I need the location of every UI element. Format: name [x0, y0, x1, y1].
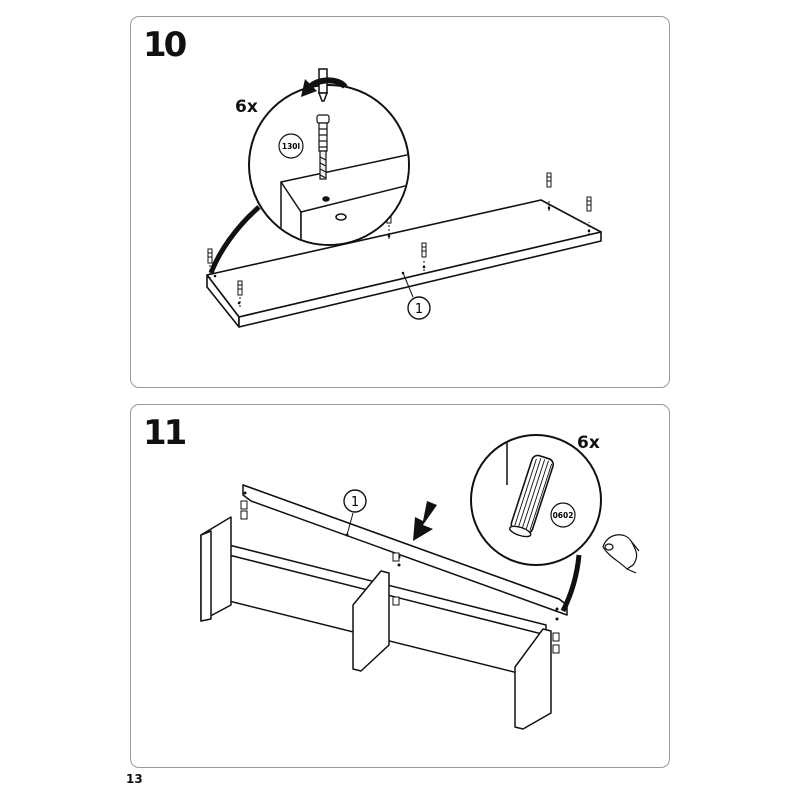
screwdriver-icon [317, 68, 329, 102]
zoom-leader [208, 205, 261, 274]
zoom-leader [560, 554, 582, 613]
step-10-illustration: 130l 1 [206, 68, 602, 328]
quantity-label: 6x [577, 433, 600, 453]
down-arrow-icon [413, 501, 437, 541]
part-code: 130l [282, 142, 300, 151]
part-code-badge [278, 133, 304, 159]
part-callout-number: 1 [351, 495, 359, 510]
step-number: 10 [143, 25, 187, 65]
quantity-label: 6x [235, 97, 258, 117]
rotate-arrow-icon [301, 77, 348, 97]
divider-panel [352, 570, 390, 672]
part-callout [343, 489, 367, 513]
zoom-detail: 130l [248, 68, 410, 246]
cam-bolt-icon [316, 114, 330, 180]
bolt-guides [209, 199, 590, 307]
part-code: 0602 [553, 511, 574, 520]
shelf-board [206, 199, 602, 328]
side-panel-right [514, 628, 552, 730]
part-code-badge [550, 502, 576, 528]
hand-icon [602, 534, 640, 574]
step-10-panel: 10 6x [130, 16, 670, 388]
step-number: 11 [143, 413, 187, 453]
part-callout [407, 296, 431, 320]
step-11-panel: 11 6x [130, 404, 670, 768]
zoom-detail: 0602 [470, 434, 602, 566]
wooden-dowel-icon [508, 454, 555, 538]
step-11-illustration: 0602 1 [200, 434, 640, 730]
page-number: 13 [126, 772, 143, 786]
part-callout-number: 1 [415, 302, 423, 317]
wooden-dowel-icon [240, 500, 560, 654]
